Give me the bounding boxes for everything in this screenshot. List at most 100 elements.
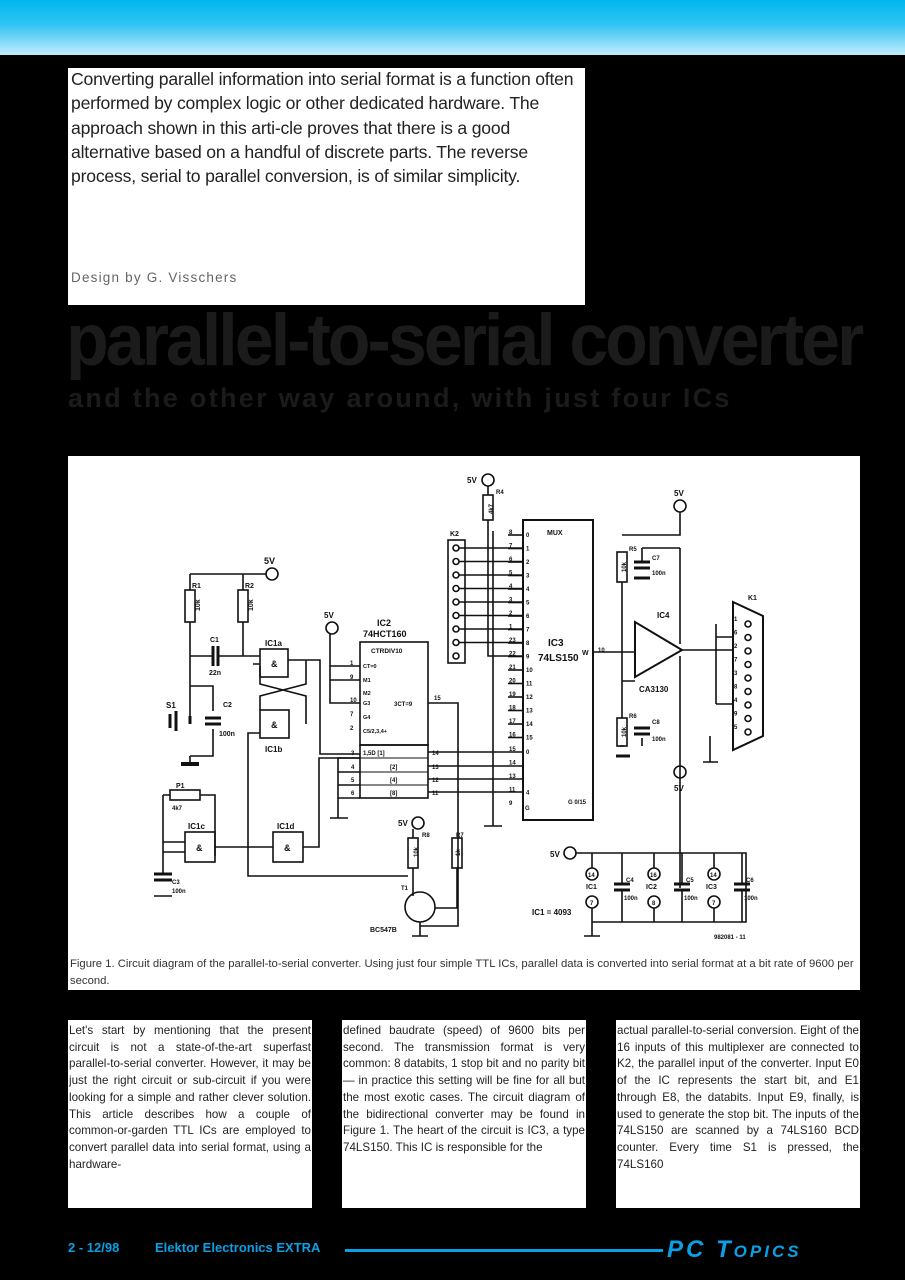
ic2-bit-label: [4] <box>390 778 397 784</box>
svg-text:982081 - 11: 982081 - 11 <box>714 935 746 941</box>
svg-text:C4: C4 <box>626 878 634 884</box>
figure-1: 5V R1 R2 10k 10k C1 22n C2 100n S1 IC1a … <box>68 456 860 990</box>
svg-text:T1: T1 <box>401 886 409 892</box>
ic3-pin-number: 19 <box>509 692 516 698</box>
k1-pin-number: 4 <box>734 698 738 704</box>
intro-text: Converting parallel information into ser… <box>71 69 574 187</box>
svg-text:CA3130: CA3130 <box>639 685 669 694</box>
svg-text:&: & <box>284 843 291 853</box>
column-text: actual parallel-to-serial conversion. Ei… <box>617 1024 859 1171</box>
ic3-pin-number: 18 <box>509 706 516 712</box>
svg-text:C1: C1 <box>210 637 219 644</box>
svg-text:14: 14 <box>710 873 717 879</box>
svg-text:5V: 5V <box>398 819 408 828</box>
ic3-pin-number: 15 <box>509 747 516 753</box>
ic3-pin-number: 5 <box>509 571 513 577</box>
supply-minus-5v-icon <box>673 765 687 779</box>
ic3-pin-number: 22 <box>509 652 516 658</box>
ic2-pin-label: C5/2,3,4+ <box>363 729 387 735</box>
svg-text:5V: 5V <box>550 850 560 859</box>
resistor-r1-r2 <box>168 573 266 766</box>
body-column-2: defined baudrate (speed) of 9600 bits pe… <box>342 1020 586 1208</box>
k1-pin <box>744 647 752 655</box>
ic3-pin-number: 3 <box>509 598 513 604</box>
ic2-pin-number: 3 <box>351 751 355 757</box>
body-column-1: Let's start by mentioning that the prese… <box>68 1020 312 1208</box>
k1-pin-number: 3 <box>734 671 738 677</box>
svg-text:4k7: 4k7 <box>489 503 495 514</box>
k2-pin <box>452 638 460 647</box>
ic3-pin-number: 17 <box>509 719 516 725</box>
ic3-multiplexer <box>522 519 594 821</box>
k1-pin-number: 7 <box>734 658 738 664</box>
svg-text:5V: 5V <box>264 556 275 566</box>
ic2-pin-number: 11 <box>432 791 439 797</box>
supply-5v-icon <box>325 621 339 635</box>
k1-pin-number: 9 <box>734 712 738 718</box>
footer-divider <box>345 1249 663 1252</box>
ic3-pin-number: 11 <box>509 788 516 794</box>
svg-text:C2: C2 <box>223 702 232 709</box>
svg-text:IC2: IC2 <box>377 618 391 628</box>
svg-text:IC3: IC3 <box>706 884 717 891</box>
svg-text:&: & <box>271 659 278 669</box>
svg-text:C3: C3 <box>172 880 180 886</box>
ic3-input-label: 7 <box>526 628 530 634</box>
svg-text:8: 8 <box>652 901 656 907</box>
svg-text:K1: K1 <box>748 595 757 602</box>
ic2-pin-number: 14 <box>432 751 439 757</box>
k1-pin <box>744 674 752 682</box>
svg-text:R2: R2 <box>245 583 254 590</box>
transistor-t1 <box>404 891 436 923</box>
svg-text:10k: 10k <box>414 846 420 857</box>
supply-5v-icon <box>673 499 687 513</box>
svg-text:G 0/15: G 0/15 <box>568 800 587 806</box>
potentiometer-p1 <box>169 789 201 801</box>
svg-text:IC3: IC3 <box>548 638 564 649</box>
article-title: parallel-to-serial converter <box>66 299 864 381</box>
svg-text:R4: R4 <box>496 490 504 496</box>
svg-text:IC4: IC4 <box>657 611 670 620</box>
ic3-input-label: 14 <box>526 722 533 728</box>
ic3-pin-number: 4 <box>509 584 513 590</box>
ic3-input-label: 11 <box>526 682 533 688</box>
k1-pin <box>744 701 752 709</box>
k2-pin <box>452 625 460 633</box>
ic2-pin-label: CT=0 <box>363 664 377 670</box>
k1-pin-number: 2 <box>734 644 738 650</box>
svg-text:R8: R8 <box>422 833 430 839</box>
svg-text:IC1: IC1 <box>586 884 597 891</box>
ic2-pin-label: M1 <box>363 678 371 684</box>
svg-text:IC1a: IC1a <box>265 639 282 648</box>
ic3-pin-number: 1 <box>509 625 513 631</box>
svg-text:R6: R6 <box>629 714 637 720</box>
svg-text:100n: 100n <box>172 889 186 895</box>
ic3-input-label: 9 <box>526 655 530 661</box>
k1-pin-number: 5 <box>734 725 738 731</box>
article-subtitle: and the other way around, with just four… <box>68 383 732 413</box>
svg-text:100n: 100n <box>624 896 638 902</box>
ic3-input-label: 13 <box>526 709 533 715</box>
ic2-bit-label: [2] <box>390 765 397 771</box>
k2-pin <box>452 557 460 566</box>
column-text: defined baudrate (speed) of 9600 bits pe… <box>343 1024 585 1154</box>
svg-text:1k: 1k <box>456 849 462 856</box>
svg-text:22n: 22n <box>209 670 221 677</box>
svg-text:10k: 10k <box>622 726 628 737</box>
svg-text:10k: 10k <box>195 599 202 611</box>
k1-pin <box>744 687 752 696</box>
ic2-pin-number: 12 <box>432 778 439 784</box>
k1-pin <box>744 620 752 628</box>
svg-text:10: 10 <box>598 648 605 654</box>
ic3-input-label: 4 <box>526 587 530 593</box>
ic3-pin-number: 20 <box>509 679 516 685</box>
svg-text:14: 14 <box>588 873 595 879</box>
ic2-counter <box>329 634 459 927</box>
supply-5v-icon <box>411 816 425 830</box>
section-name: PC Topics <box>667 1236 802 1263</box>
ic2-pin-number: 7 <box>350 712 354 718</box>
svg-text:K2: K2 <box>450 531 459 538</box>
k1-pin-number: 8 <box>734 685 738 691</box>
svg-text:7: 7 <box>590 901 594 907</box>
ic3-pin-number: 13 <box>509 774 516 780</box>
